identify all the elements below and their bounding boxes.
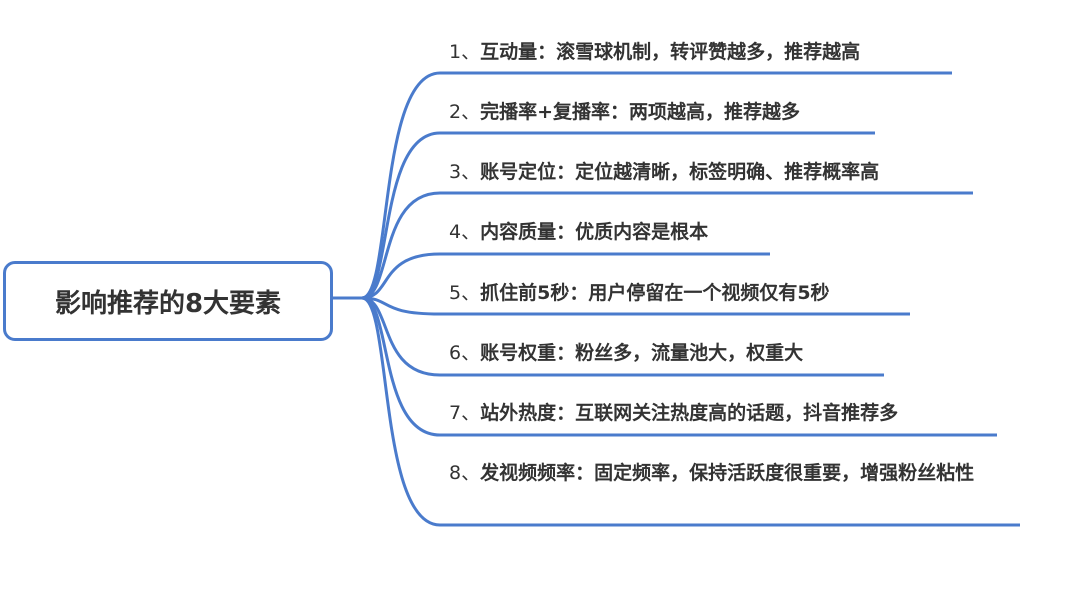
branch-line bbox=[361, 131, 875, 300]
branch-line bbox=[361, 296, 910, 316]
item-number: 8、 bbox=[449, 462, 481, 484]
item-number: 3、 bbox=[449, 161, 481, 183]
branch-line bbox=[361, 296, 884, 377]
branch-line bbox=[361, 252, 770, 300]
item-number: 6、 bbox=[449, 342, 481, 364]
item-number: 5、 bbox=[449, 282, 481, 304]
item-text: 互动量：滚雪球机制，转评赞越多，推荐越高 bbox=[480, 41, 861, 63]
item-number: 1、 bbox=[449, 41, 481, 63]
item-text: 账号权重：粉丝多，流量池大，权重大 bbox=[480, 342, 804, 364]
item-text: 抓住前5秒：用户停留在一个视频仅有5秒 bbox=[480, 282, 830, 304]
item-number: 4、 bbox=[449, 221, 481, 243]
item-text: 发视频频率：固定频率，保持活跃度很重要，增强粉丝粘性 bbox=[480, 462, 975, 484]
branch-node[interactable]: 8、发视频频率：固定频率，保持活跃度很重要，增强粉丝粘性 bbox=[449, 459, 1009, 487]
root-label: 影响推荐的8大要素 bbox=[54, 288, 282, 319]
item-text: 站外热度：互联网关注热度高的话题，抖音推荐多 bbox=[480, 402, 899, 424]
item-number: 2、 bbox=[449, 101, 481, 123]
branch-line bbox=[361, 191, 973, 300]
branch-node[interactable]: 4、内容质量：优质内容是根本 bbox=[449, 218, 708, 246]
branch-node[interactable]: 5、抓住前5秒：用户停留在一个视频仅有5秒 bbox=[449, 279, 830, 307]
item-number: 7、 bbox=[449, 402, 481, 424]
branch-node[interactable]: 2、完播率+复播率：两项越高，推荐越多 bbox=[449, 98, 800, 126]
branch-line bbox=[361, 296, 1020, 527]
branch-node[interactable]: 3、账号定位：定位越清晰，标签明确、推荐概率高 bbox=[449, 158, 879, 186]
branch-node[interactable]: 6、账号权重：粉丝多，流量池大，权重大 bbox=[449, 339, 803, 367]
branch-node[interactable]: 1、互动量：滚雪球机制，转评赞越多，推荐越高 bbox=[449, 38, 860, 66]
item-text: 内容质量：优质内容是根本 bbox=[480, 221, 709, 243]
root-node[interactable]: 影响推荐的8大要素 bbox=[3, 261, 333, 341]
branch-line bbox=[361, 71, 952, 300]
item-text: 账号定位：定位越清晰，标签明确、推荐概率高 bbox=[480, 161, 880, 183]
branch-line bbox=[361, 296, 997, 437]
item-text: 完播率+复播率：两项越高，推荐越多 bbox=[480, 101, 801, 123]
branch-node[interactable]: 7、站外热度：互联网关注热度高的话题，抖音推荐多 bbox=[449, 399, 898, 427]
